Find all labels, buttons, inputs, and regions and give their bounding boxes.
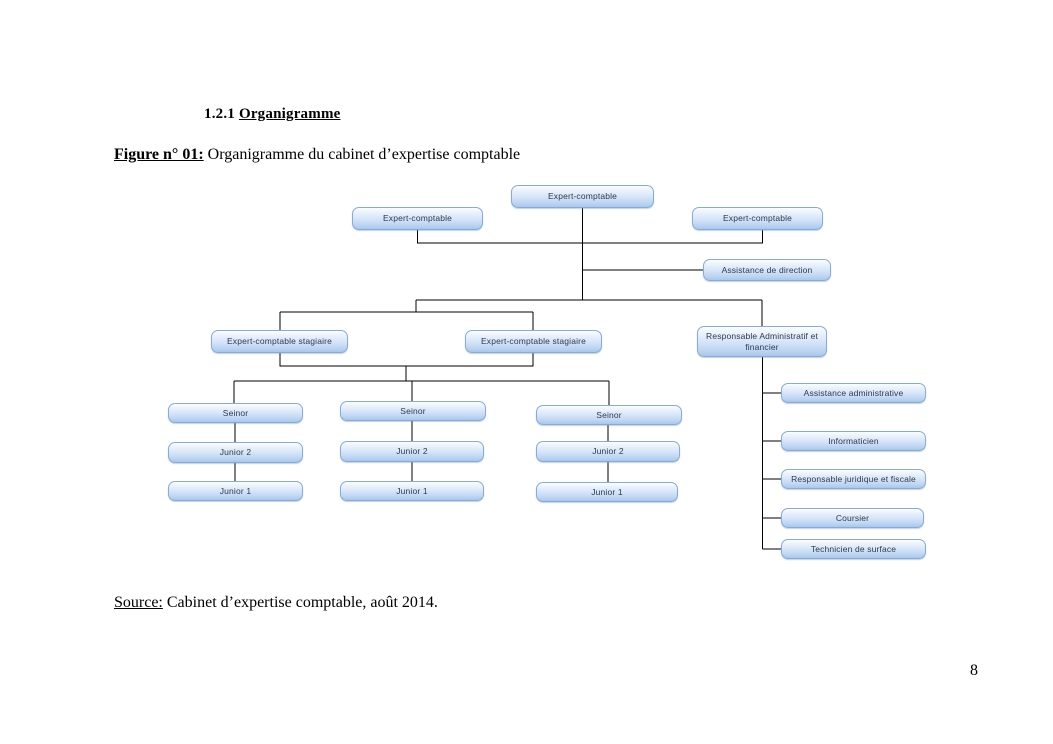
org-node-resp-jur: Responsable juridique et fiscale [781, 469, 926, 489]
org-node-junior2-3: Junior 2 [536, 441, 680, 462]
org-node-coursier: Coursier [781, 508, 924, 528]
org-node-seinor-3: Seinor [536, 405, 682, 425]
source-line: Source: Cabinet d’expertise comptable, a… [114, 594, 438, 612]
figure-title: Organigramme du cabinet d’expertise comp… [203, 146, 521, 163]
org-node-junior1-2: Junior 1 [340, 481, 484, 501]
org-node-raf: Responsable Administratif et financier [697, 326, 827, 357]
org-node-tech-surf: Technicien de surface [781, 539, 926, 559]
org-node-stag-1: Expert-comptable stagiaire [211, 330, 348, 353]
org-node-assist-dir: Assistance de direction [703, 259, 831, 281]
org-node-seinor-2: Seinor [340, 401, 486, 421]
org-node-ec-right: Expert-comptable [692, 207, 823, 230]
org-node-junior2-1: Junior 2 [168, 442, 303, 463]
figure-caption: Figure n° 01: Organigramme du cabinet d’… [114, 146, 520, 164]
section-heading-number: 1.2.1 [204, 106, 235, 122]
section-heading: 1.2.1 Organigramme [204, 106, 341, 123]
org-node-seinor-1: Seinor [168, 403, 303, 423]
org-node-assist-adm: Assistance administrative [781, 383, 926, 403]
page-number: 8 [970, 662, 978, 679]
source-text: Cabinet d’expertise comptable, août 2014… [162, 594, 438, 611]
source-label: Source: [114, 594, 163, 611]
org-node-ec-top: Expert-comptable [511, 185, 654, 208]
org-node-junior1-1: Junior 1 [168, 481, 303, 501]
figure-label: Figure n° 01: [114, 146, 204, 163]
section-heading-text: Organigramme [238, 106, 341, 122]
org-node-ec-left: Expert-comptable [352, 207, 483, 230]
org-node-stag-2: Expert-comptable stagiaire [465, 330, 602, 353]
org-node-junior1-3: Junior 1 [536, 482, 678, 502]
org-node-junior2-2: Junior 2 [340, 441, 484, 462]
org-node-informat: Informaticien [781, 431, 926, 451]
